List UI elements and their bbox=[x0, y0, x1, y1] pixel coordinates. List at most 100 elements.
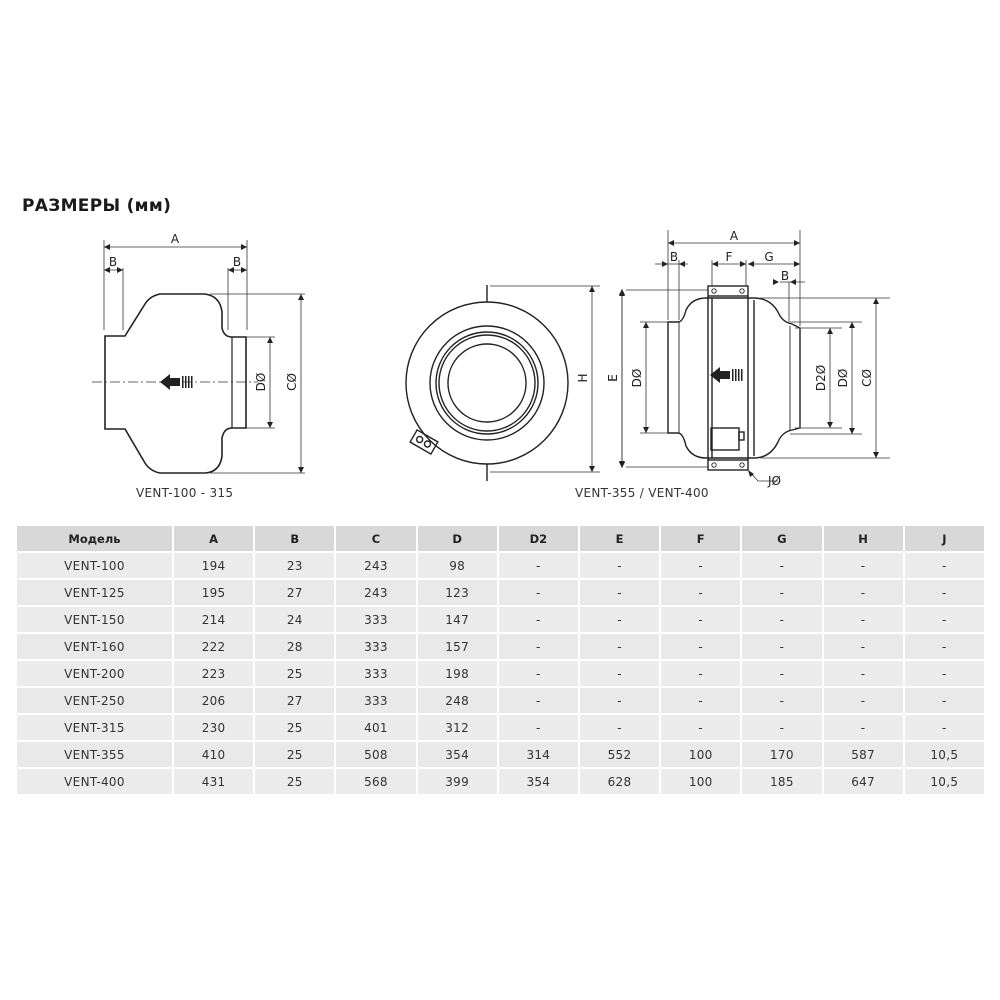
dim-label-a: A bbox=[171, 232, 180, 246]
cell-model: VENT-250 bbox=[17, 688, 172, 713]
cell: 24 bbox=[255, 607, 335, 632]
cell: - bbox=[823, 661, 903, 686]
cell: 401 bbox=[336, 715, 416, 740]
cell: 25 bbox=[255, 661, 335, 686]
cell: 333 bbox=[336, 688, 416, 713]
cell: 431 bbox=[174, 769, 254, 794]
table-header-row: Модель A B C D D2 E F G H J bbox=[17, 526, 984, 551]
cell-model: VENT-200 bbox=[17, 661, 172, 686]
cell: 587 bbox=[823, 742, 903, 767]
cell: - bbox=[579, 715, 660, 740]
header-model: Модель bbox=[17, 526, 172, 551]
cell: - bbox=[742, 607, 822, 632]
dim-label-d: DØ bbox=[254, 373, 268, 392]
cell: 25 bbox=[255, 715, 335, 740]
cell: - bbox=[904, 661, 984, 686]
cell: 27 bbox=[255, 580, 335, 605]
cell-model: VENT-100 bbox=[17, 553, 172, 578]
cell: - bbox=[823, 580, 903, 605]
cell: 195 bbox=[174, 580, 254, 605]
cell: - bbox=[579, 634, 660, 659]
header-d2: D2 bbox=[498, 526, 578, 551]
dim-label-b-right: B bbox=[233, 255, 241, 269]
cell: 399 bbox=[417, 769, 497, 794]
cell-model: VENT-125 bbox=[17, 580, 172, 605]
cell: 222 bbox=[174, 634, 254, 659]
dim-label-e-front: E bbox=[606, 374, 620, 382]
cell: 25 bbox=[255, 769, 335, 794]
header-e: E bbox=[579, 526, 660, 551]
cell: 23 bbox=[255, 553, 335, 578]
cell: - bbox=[823, 688, 903, 713]
cell: - bbox=[661, 661, 741, 686]
cell: - bbox=[579, 580, 660, 605]
cell: - bbox=[498, 607, 578, 632]
cell: 333 bbox=[336, 661, 416, 686]
header-j: J bbox=[904, 526, 984, 551]
cell: - bbox=[742, 553, 822, 578]
dimensions-table: Модель A B C D D2 E F G H J VENT-100 194… bbox=[15, 524, 986, 796]
cell: - bbox=[904, 688, 984, 713]
cell: - bbox=[661, 715, 741, 740]
header-h: H bbox=[823, 526, 903, 551]
cell: 230 bbox=[174, 715, 254, 740]
cell: 198 bbox=[417, 661, 497, 686]
cell: 410 bbox=[174, 742, 254, 767]
cell-model: VENT-355 bbox=[17, 742, 172, 767]
caption-large-models: VENT-355 / VENT-400 bbox=[575, 486, 709, 500]
cell: - bbox=[579, 607, 660, 632]
cell: 100 bbox=[661, 742, 741, 767]
cell: 248 bbox=[417, 688, 497, 713]
cell: 628 bbox=[579, 769, 660, 794]
header-b: B bbox=[255, 526, 335, 551]
cell: - bbox=[742, 688, 822, 713]
cell: - bbox=[904, 634, 984, 659]
table-row: VENT-160 222 28 333 157 - - - - - - bbox=[17, 634, 984, 659]
dim-label-d-right-large: DØ bbox=[836, 369, 850, 388]
cell-model: VENT-400 bbox=[17, 769, 172, 794]
dim-label-d-left-large: DØ bbox=[630, 369, 644, 388]
cell: 206 bbox=[174, 688, 254, 713]
cell: - bbox=[579, 688, 660, 713]
cell: 312 bbox=[417, 715, 497, 740]
cell: 568 bbox=[336, 769, 416, 794]
dim-label-a-large: A bbox=[730, 229, 739, 243]
table-row: VENT-315 230 25 401 312 - - - - - - bbox=[17, 715, 984, 740]
cell: 10,5 bbox=[904, 742, 984, 767]
dim-label-d2: D2Ø bbox=[814, 365, 828, 391]
cell: - bbox=[498, 688, 578, 713]
cell: - bbox=[904, 580, 984, 605]
cell: - bbox=[661, 607, 741, 632]
caption-small-models: VENT-100 - 315 bbox=[136, 486, 234, 500]
cell: 157 bbox=[417, 634, 497, 659]
cell: - bbox=[579, 661, 660, 686]
cell: 123 bbox=[417, 580, 497, 605]
cell: 147 bbox=[417, 607, 497, 632]
cell: - bbox=[742, 715, 822, 740]
cell: 10,5 bbox=[904, 769, 984, 794]
cell-model: VENT-315 bbox=[17, 715, 172, 740]
cell: 98 bbox=[417, 553, 497, 578]
cell: - bbox=[661, 580, 741, 605]
cell: - bbox=[904, 607, 984, 632]
dim-label-e-large: E bbox=[606, 374, 620, 382]
cell: - bbox=[498, 634, 578, 659]
cell: - bbox=[498, 553, 578, 578]
dim-label-b-left-large: B bbox=[670, 250, 678, 264]
cell: - bbox=[823, 553, 903, 578]
cell: 223 bbox=[174, 661, 254, 686]
side-view-small-drawing: A B B DØ CØ H E bbox=[92, 229, 890, 488]
table-row: VENT-355 410 25 508 354 314 552 100 170 … bbox=[17, 742, 984, 767]
cell: - bbox=[661, 634, 741, 659]
cell: 354 bbox=[417, 742, 497, 767]
cell: - bbox=[498, 580, 578, 605]
cell: - bbox=[742, 634, 822, 659]
cell: - bbox=[498, 661, 578, 686]
header-c: C bbox=[336, 526, 416, 551]
table-row: VENT-250 206 27 333 248 - - - - - - bbox=[17, 688, 984, 713]
cell-model: VENT-160 bbox=[17, 634, 172, 659]
dim-label-j: JØ bbox=[767, 474, 781, 488]
table-row: VENT-150 214 24 333 147 - - - - - - bbox=[17, 607, 984, 632]
cell: 243 bbox=[336, 580, 416, 605]
table-row: VENT-100 194 23 243 98 - - - - - - bbox=[17, 553, 984, 578]
